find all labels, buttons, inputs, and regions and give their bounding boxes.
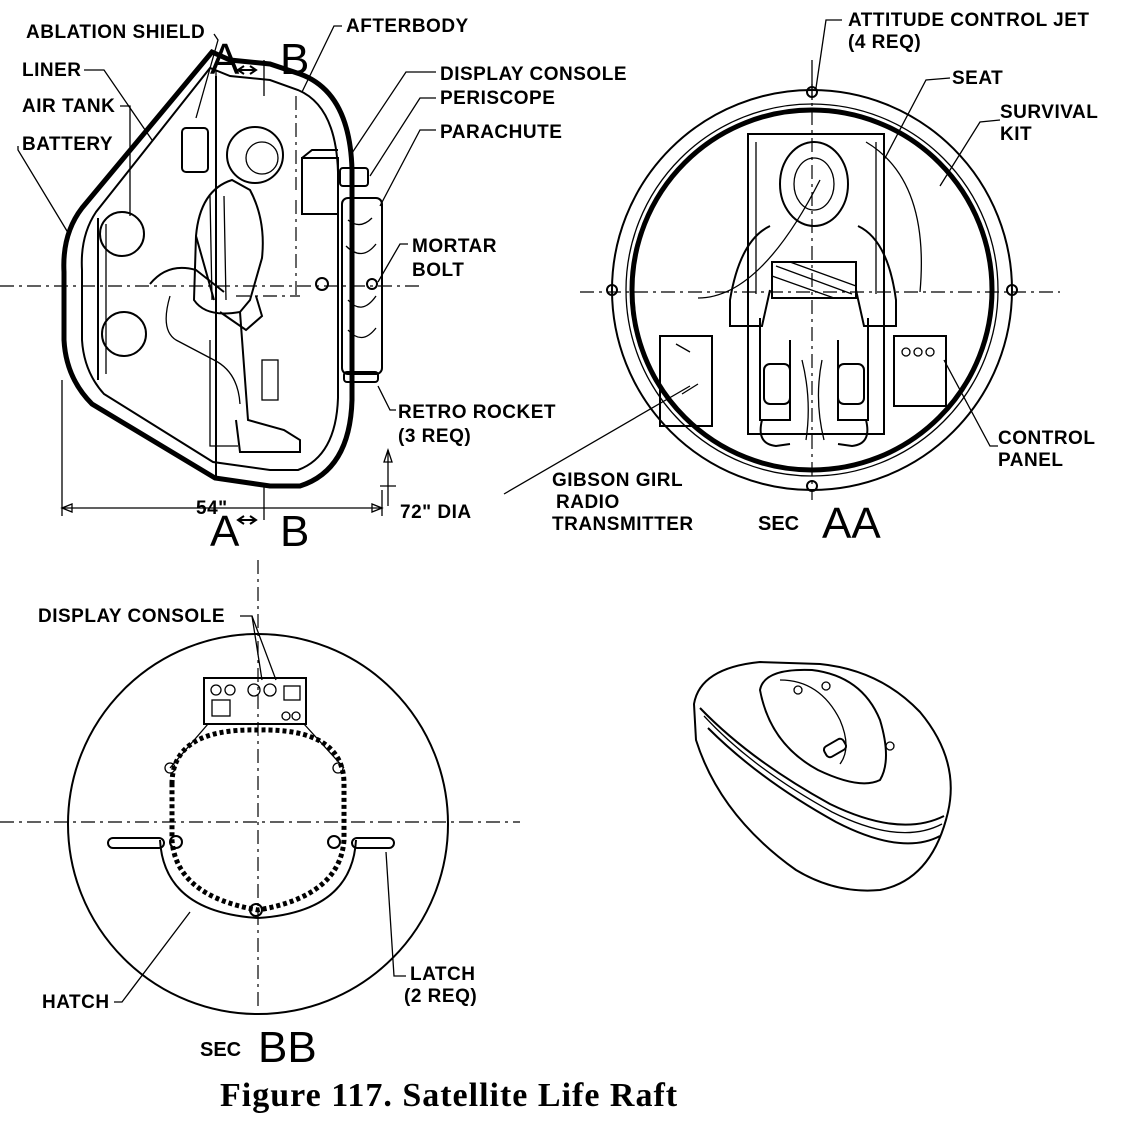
label-transmitter: TRANSMITTER	[552, 514, 694, 535]
section-marker-b-bottom: B	[280, 507, 309, 556]
air-tank-upper	[99, 211, 145, 257]
label-retro-rocket: RETRO ROCKET	[398, 402, 556, 423]
label-kit: KIT	[1000, 124, 1032, 145]
label-latch-qty: (2 REQ)	[404, 986, 477, 1007]
label-parachute: PARACHUTE	[440, 122, 562, 143]
hatch-ring	[169, 727, 347, 913]
label-display-console: DISPLAY CONSOLE	[440, 64, 627, 85]
label-sec-bb: BB	[258, 1023, 317, 1072]
astronaut-front	[729, 141, 897, 448]
bb-display-console	[203, 677, 307, 725]
capsule-outer-shell	[61, 48, 355, 489]
latch-left	[107, 837, 165, 849]
isometric-view	[692, 660, 952, 892]
label-sec-aa-prefix: SEC	[758, 513, 799, 535]
label-mortar: MORTAR	[412, 236, 497, 257]
section-bb-view: DISPLAY CONSOLE HATCH LATCH (2 REQ) SEC …	[0, 560, 520, 1072]
label-radio: RADIO	[556, 492, 620, 513]
hatch-outline	[159, 839, 357, 920]
label-liner: LINER	[22, 60, 82, 81]
label-display-console-bb: DISPLAY CONSOLE	[38, 606, 225, 627]
section-marker-b-top: B	[280, 35, 309, 84]
label-hatch: HATCH	[42, 992, 110, 1013]
label-bolt: BOLT	[412, 260, 464, 281]
label-sec-bb-prefix: SEC	[200, 1039, 241, 1061]
retro-rocket	[343, 371, 379, 383]
seat-frame	[747, 133, 885, 435]
control-panel-box	[893, 335, 947, 407]
left-equipment-box	[659, 335, 713, 427]
label-air-tank: AIR TANK	[22, 96, 115, 117]
label-dim-54: 54"	[196, 498, 228, 519]
astronaut-side	[149, 126, 301, 453]
label-battery: BATTERY	[22, 134, 113, 155]
label-seat: SEAT	[952, 68, 1003, 89]
periscope-body	[339, 167, 369, 187]
label-latch: LATCH	[410, 964, 475, 985]
section-marker-a-bottom: A	[210, 507, 240, 556]
label-control: CONTROL	[998, 428, 1095, 449]
label-periscope: PERISCOPE	[440, 88, 555, 109]
figure-caption: Figure 117. Satellite Life Raft	[220, 1077, 678, 1114]
label-dim-72-dia: 72" DIA	[400, 502, 472, 523]
label-gibson-girl: GIBSON GIRL	[552, 470, 683, 491]
label-ablation-shield: ABLATION SHIELD	[26, 22, 205, 43]
latch-right	[351, 837, 395, 849]
label-afterbody: AFTERBODY	[346, 16, 469, 37]
label-survival: SURVIVAL	[1000, 102, 1098, 123]
display-console-box	[301, 157, 339, 215]
section-aa-view: ATTITUDE CONTROL JET (4 REQ) SEAT SURVIV…	[503, 10, 1098, 548]
label-panel: PANEL	[998, 450, 1063, 471]
label-attitude-control-jet: ATTITUDE CONTROL JET	[848, 10, 1090, 31]
label-sec-aa: AA	[822, 499, 881, 548]
side-view: ABLATION SHIELD LINER AIR TANK BATTERY A…	[0, 16, 627, 556]
capsule-liner	[80, 66, 339, 471]
iso-body	[692, 660, 952, 892]
air-tank-lower	[101, 311, 147, 357]
label-attitude-control-jet-qty: (4 REQ)	[848, 32, 921, 53]
label-retro-rocket-qty: (3 REQ)	[398, 426, 471, 447]
section-marker-a-top: A	[210, 35, 240, 84]
